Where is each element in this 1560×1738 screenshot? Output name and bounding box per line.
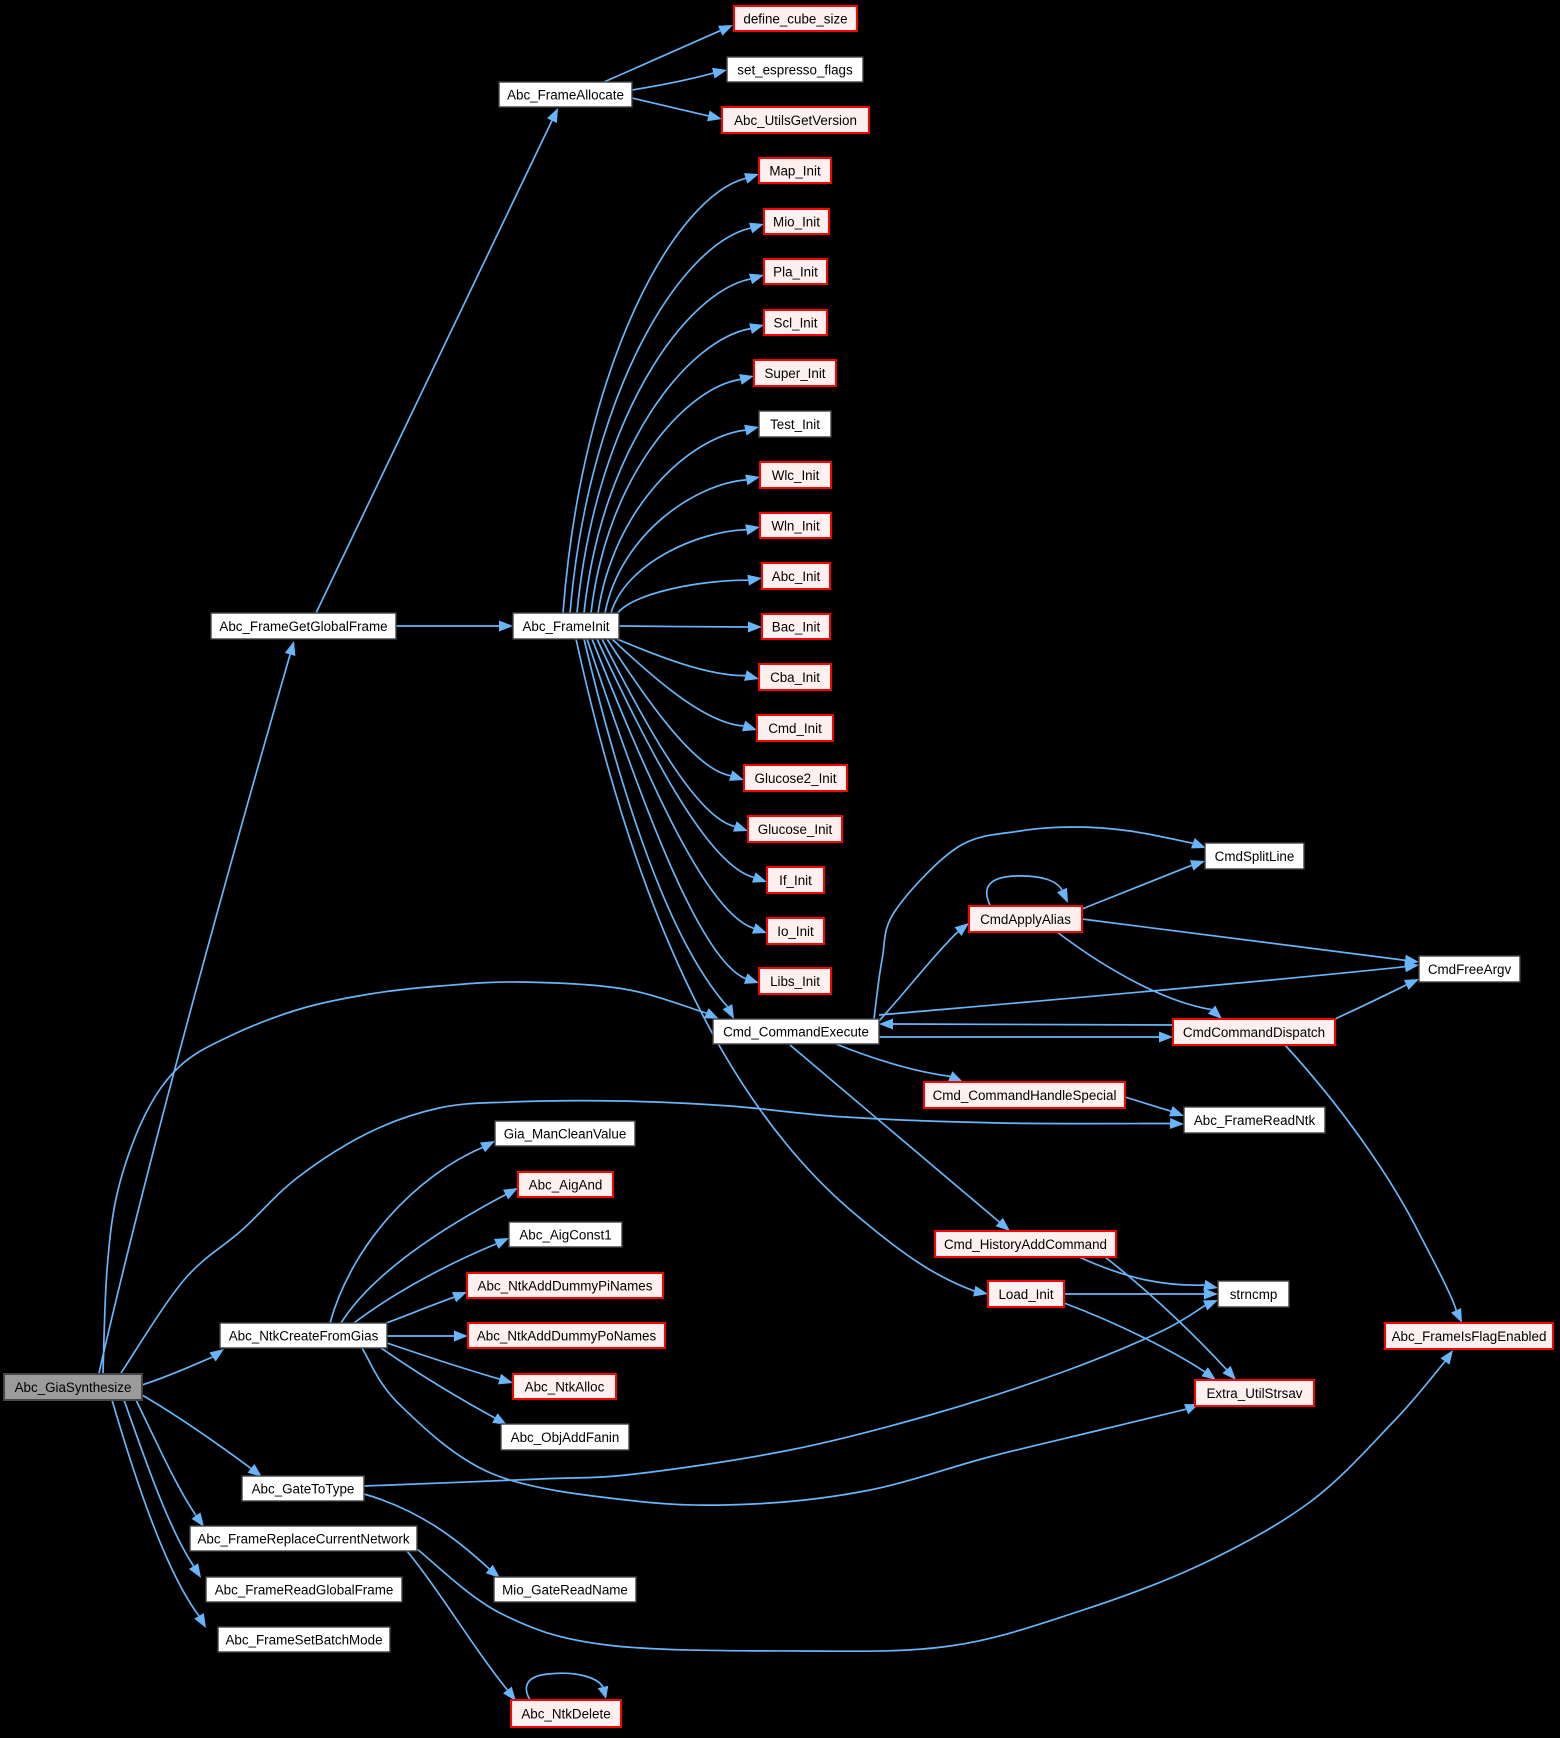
svg-text:Abc_GateToType: Abc_GateToType bbox=[252, 1481, 355, 1496]
svg-text:strncmp: strncmp bbox=[1230, 1287, 1278, 1302]
svg-text:Abc_NtkAddDummyPoNames: Abc_NtkAddDummyPoNames bbox=[477, 1328, 657, 1343]
svg-text:Abc_AigAnd: Abc_AigAnd bbox=[529, 1177, 603, 1192]
svg-text:CmdCommandDispatch: CmdCommandDispatch bbox=[1183, 1025, 1325, 1040]
svg-text:Gia_ManCleanValue: Gia_ManCleanValue bbox=[504, 1126, 627, 1141]
svg-text:Wlc_Init: Wlc_Init bbox=[772, 468, 820, 483]
svg-text:Abc_AigConst1: Abc_AigConst1 bbox=[519, 1227, 611, 1242]
svg-text:Mio_Init: Mio_Init bbox=[773, 214, 820, 229]
svg-text:Cmd_Init: Cmd_Init bbox=[768, 721, 822, 736]
svg-text:Load_Init: Load_Init bbox=[998, 1287, 1053, 1302]
svg-text:Abc_FrameSetBatchMode: Abc_FrameSetBatchMode bbox=[225, 1632, 382, 1647]
svg-text:Abc_NtkAlloc: Abc_NtkAlloc bbox=[525, 1379, 605, 1394]
svg-text:Abc_FrameIsFlagEnabled: Abc_FrameIsFlagEnabled bbox=[1392, 1329, 1547, 1344]
svg-text:Abc_FrameReadNtk: Abc_FrameReadNtk bbox=[1194, 1113, 1316, 1128]
svg-text:Abc_NtkDelete: Abc_NtkDelete bbox=[521, 1706, 610, 1721]
svg-text:Abc_NtkCreateFromGias: Abc_NtkCreateFromGias bbox=[229, 1328, 379, 1343]
svg-text:Scl_Init: Scl_Init bbox=[774, 315, 818, 330]
svg-text:Abc_NtkAddDummyPiNames: Abc_NtkAddDummyPiNames bbox=[478, 1278, 653, 1293]
svg-text:Cmd_HistoryAddCommand: Cmd_HistoryAddCommand bbox=[944, 1237, 1107, 1252]
svg-text:Glucose2_Init: Glucose2_Init bbox=[755, 771, 837, 786]
svg-text:set_espresso_flags: set_espresso_flags bbox=[737, 62, 853, 77]
svg-text:define_cube_size: define_cube_size bbox=[743, 11, 847, 26]
svg-text:Test_Init: Test_Init bbox=[770, 417, 820, 432]
svg-text:Map_Init: Map_Init bbox=[769, 163, 821, 178]
svg-text:Libs_Init: Libs_Init bbox=[770, 974, 820, 989]
svg-text:If_Init: If_Init bbox=[779, 873, 812, 888]
svg-text:Abc_ObjAddFanin: Abc_ObjAddFanin bbox=[511, 1430, 620, 1445]
svg-text:Abc_FrameReadGlobalFrame: Abc_FrameReadGlobalFrame bbox=[215, 1582, 394, 1597]
svg-text:Cba_Init: Cba_Init bbox=[770, 670, 820, 685]
svg-text:Abc_FrameInit: Abc_FrameInit bbox=[522, 619, 609, 634]
svg-text:Cmd_CommandHandleSpecial: Cmd_CommandHandleSpecial bbox=[933, 1088, 1117, 1103]
svg-text:Pla_Init: Pla_Init bbox=[773, 264, 818, 279]
svg-text:Mio_GateReadName: Mio_GateReadName bbox=[502, 1582, 628, 1597]
svg-text:Io_Init: Io_Init bbox=[777, 924, 814, 939]
svg-text:CmdFreeArgv: CmdFreeArgv bbox=[1428, 962, 1512, 977]
svg-text:Bac_Init: Bac_Init bbox=[772, 619, 821, 634]
svg-text:Abc_FrameGetGlobalFrame: Abc_FrameGetGlobalFrame bbox=[219, 619, 387, 634]
svg-text:Wln_Init: Wln_Init bbox=[771, 518, 820, 533]
svg-text:Abc_UtilsGetVersion: Abc_UtilsGetVersion bbox=[734, 113, 857, 128]
svg-text:Abc_FrameReplaceCurrentNetwork: Abc_FrameReplaceCurrentNetwork bbox=[197, 1531, 409, 1546]
svg-text:Abc_FrameAllocate: Abc_FrameAllocate bbox=[507, 87, 624, 102]
svg-text:Cmd_CommandExecute: Cmd_CommandExecute bbox=[723, 1024, 869, 1039]
svg-text:CmdApplyAlias: CmdApplyAlias bbox=[980, 912, 1071, 927]
svg-text:CmdSplitLine: CmdSplitLine bbox=[1215, 849, 1295, 864]
svg-text:Glucose_Init: Glucose_Init bbox=[758, 822, 833, 837]
svg-text:Extra_UtilStrsav: Extra_UtilStrsav bbox=[1207, 1386, 1303, 1401]
svg-text:Abc_GiaSynthesize: Abc_GiaSynthesize bbox=[15, 1380, 132, 1395]
svg-text:Abc_Init: Abc_Init bbox=[772, 569, 821, 584]
svg-text:Super_Init: Super_Init bbox=[764, 366, 825, 381]
